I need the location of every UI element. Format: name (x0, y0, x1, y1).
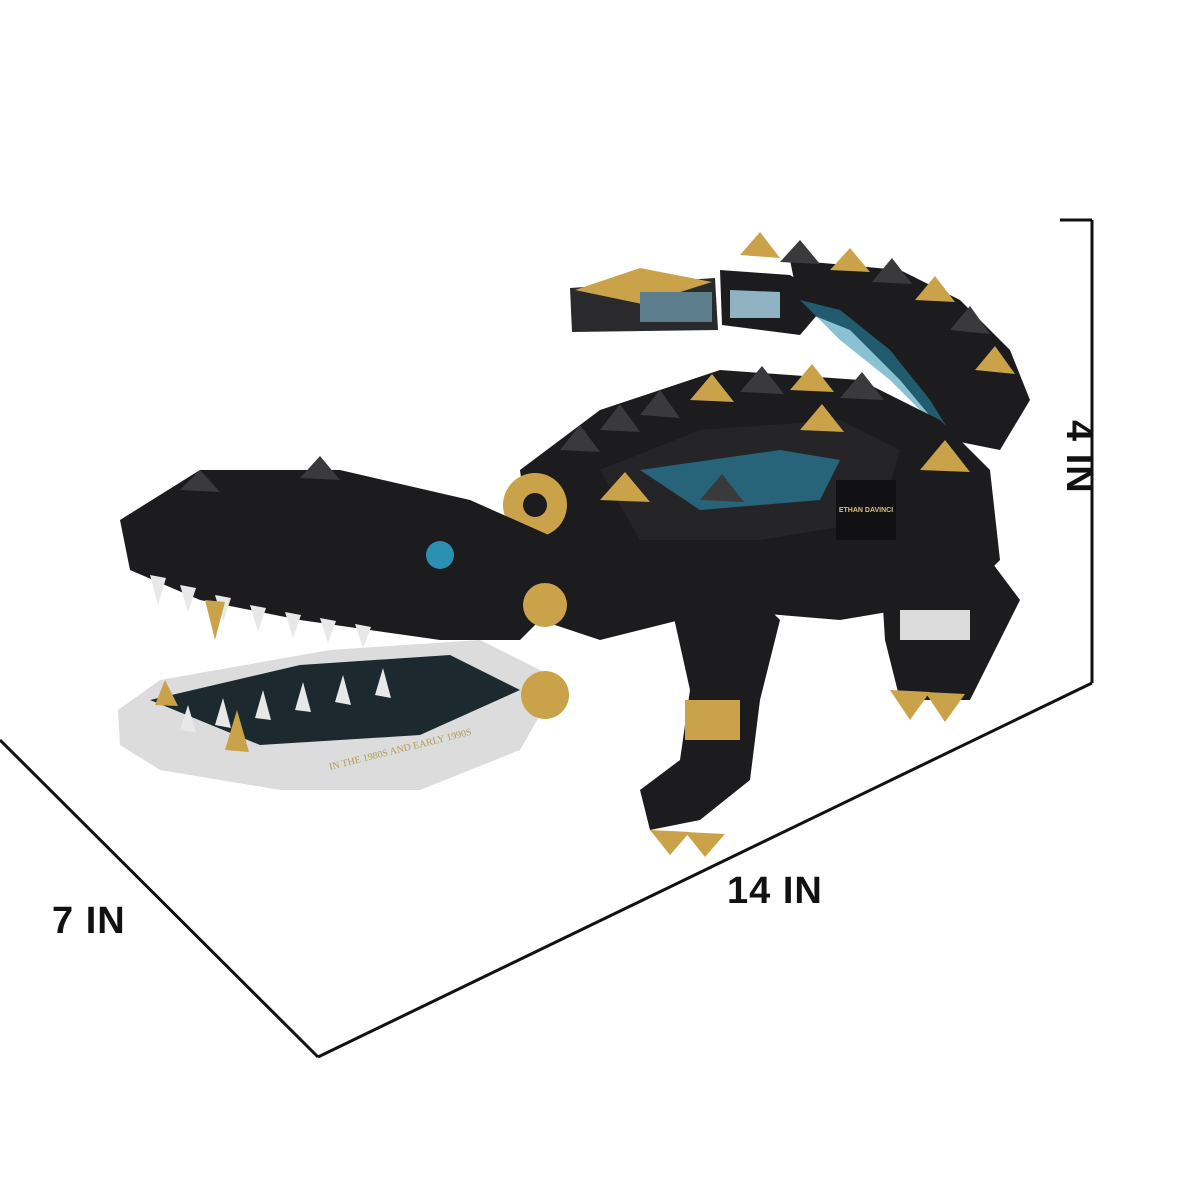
dimension-lines (0, 218, 1094, 1059)
head: IN THE 1980S AND EARLY 1990S (118, 456, 569, 790)
badge-print: ETHAN DAVINCI (839, 507, 893, 514)
depth-dimension-label: 7 IN (52, 900, 126, 942)
body: ETHAN DAVINCI (503, 364, 1000, 640)
width-line (317, 681, 1093, 1059)
lower-teeth (180, 668, 391, 732)
tail (570, 232, 1030, 450)
width-dimension-label: 14 IN (727, 870, 823, 912)
depth-line (0, 738, 320, 1059)
back-spikes (560, 364, 970, 502)
legs (640, 560, 1020, 857)
height-dimension-label: 4 IN (1058, 420, 1100, 494)
